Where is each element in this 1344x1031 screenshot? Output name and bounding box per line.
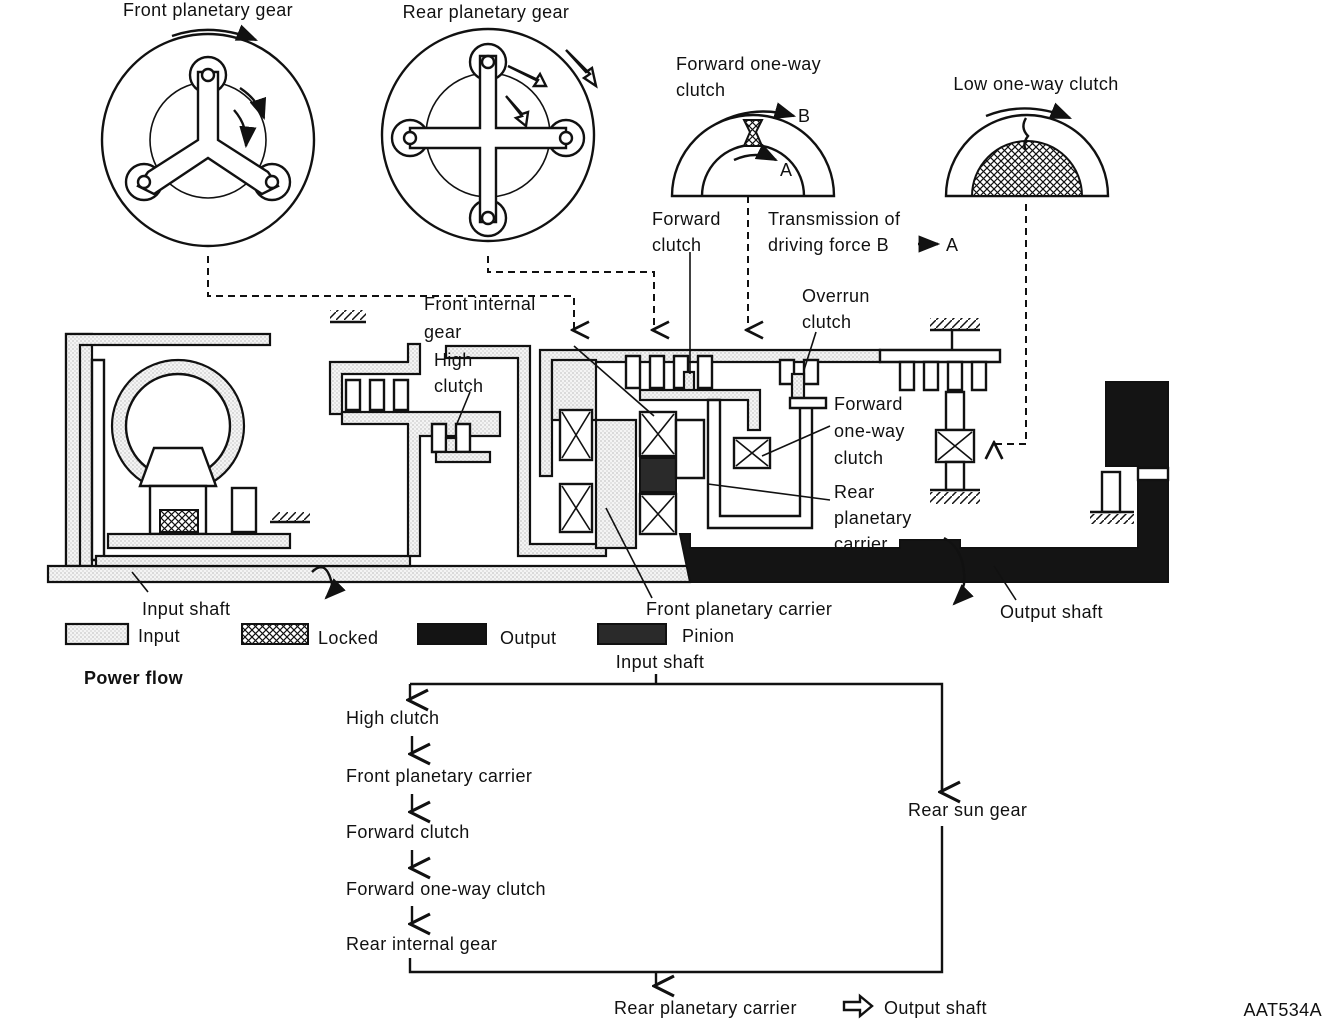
legend-label-pinion: Pinion (682, 626, 734, 646)
rear-carrier-arm (408, 54, 568, 224)
forward-owc-title-2: clutch (676, 80, 725, 100)
power-flow-chart: Power flow Input shaft High clutch Front… (84, 652, 1027, 1019)
rear-planetary-label: Rear planetary gear (403, 2, 570, 22)
front-pinion-rotation-arrow (239, 87, 267, 121)
front-internal-label-2: gear (424, 322, 462, 342)
transmission-label-2: driving force B (768, 235, 889, 255)
point-b-label: B (798, 106, 810, 126)
legend-label-output: Output (500, 628, 556, 648)
low-owc-title: Low one-way clutch (953, 74, 1118, 94)
front-planetary-gear: Front planetary gear (100, 0, 316, 248)
high-clutch-drum (340, 410, 502, 558)
power-flow-title: Power flow (84, 668, 184, 688)
transmission-label-1: Transmission of (768, 209, 901, 229)
output-rotation-arrow (943, 536, 974, 606)
fwd-owc-label-3: clutch (834, 448, 883, 468)
front-carrier-label: Front planetary carrier (646, 599, 832, 619)
legend-swatch-pinion (597, 623, 667, 645)
output-shaft (678, 381, 1169, 583)
rear-planetary-gear: Rear planetary gear (380, 2, 598, 243)
legend-label-input: Input (138, 626, 180, 646)
rear-ring-arrow (565, 49, 598, 89)
forward-clutch-label-1: Forward (652, 209, 721, 229)
front-internal-label-1: Front internal (424, 294, 536, 314)
figure-code: AAT534A (1243, 1000, 1322, 1020)
low-owc-rotation-arrow (985, 102, 1072, 120)
front-carrier-arm (136, 70, 280, 196)
forward-clutch-label-2: clutch (652, 235, 701, 255)
input-shaft-label: Input shaft (142, 599, 230, 619)
low-owc-illustration: Low one-way clutch (944, 74, 1118, 198)
overrun-label-2: clutch (802, 312, 851, 332)
flow-rear-planetary-carrier: Rear planetary carrier (614, 998, 797, 1018)
flow-forward-owc: Forward one-way clutch (346, 879, 546, 899)
transmission-label-target: A (946, 235, 958, 255)
rear-carrier-label-1: Rear (834, 482, 875, 502)
flow-rear-internal-gear: Rear internal gear (346, 934, 497, 954)
flow-output-shaft: Output shaft (884, 998, 987, 1018)
forward-owc-illustration: Forward one-way clutch B A (670, 54, 836, 198)
dashed-connectors (207, 196, 1027, 444)
legend-label-locked: Locked (318, 628, 378, 648)
outer-race-arrow-b (715, 102, 797, 126)
point-a-label: A (780, 160, 792, 180)
rear-carrier-label-2: planetary (834, 508, 912, 528)
high-clutch-label-2: clutch (434, 376, 483, 396)
low-owc-locked-area (970, 140, 1084, 197)
forward-owc-title-1: Forward one-way (676, 54, 821, 74)
rear-carrier-label-3: carrier (834, 534, 888, 554)
fwd-owc-label-2: one-way (834, 421, 905, 441)
flow-forward-clutch: Forward clutch (346, 822, 470, 842)
high-clutch-label-1: High (434, 350, 473, 370)
rear-pinion-arrow (507, 64, 548, 88)
front-planetary-label: Front planetary gear (123, 0, 293, 20)
front-planetary-carrier (594, 418, 638, 550)
input-rotation-arrow (311, 565, 346, 600)
callout-lines (131, 252, 1017, 601)
transmission-cross-section (46, 310, 1170, 606)
flow-front-planetary-carrier: Front planetary carrier (346, 766, 532, 786)
flow-final-arrow (842, 993, 874, 1019)
legend-swatch-input (64, 622, 130, 646)
legend-swatch-locked (241, 623, 309, 645)
front-sun-rotation-arrow (233, 109, 257, 149)
front-ring-rotation-arrow (171, 24, 258, 42)
legend: Input Locked Output Pinion (64, 622, 734, 648)
input-shaft (46, 564, 692, 584)
legend-swatch-output (417, 623, 487, 645)
flow-high-clutch: High clutch (346, 708, 439, 728)
flow-input-shaft: Input shaft (616, 652, 704, 672)
overrun-label-1: Overrun (802, 286, 870, 306)
pinion-block (639, 457, 677, 493)
fwd-owc-label-1: Forward (834, 394, 903, 414)
inner-race-arrow-a (733, 143, 778, 162)
rear-sun-arrow (505, 95, 530, 129)
output-shaft-label: Output shaft (1000, 602, 1103, 622)
flow-rear-sun-gear: Rear sun gear (908, 800, 1027, 820)
